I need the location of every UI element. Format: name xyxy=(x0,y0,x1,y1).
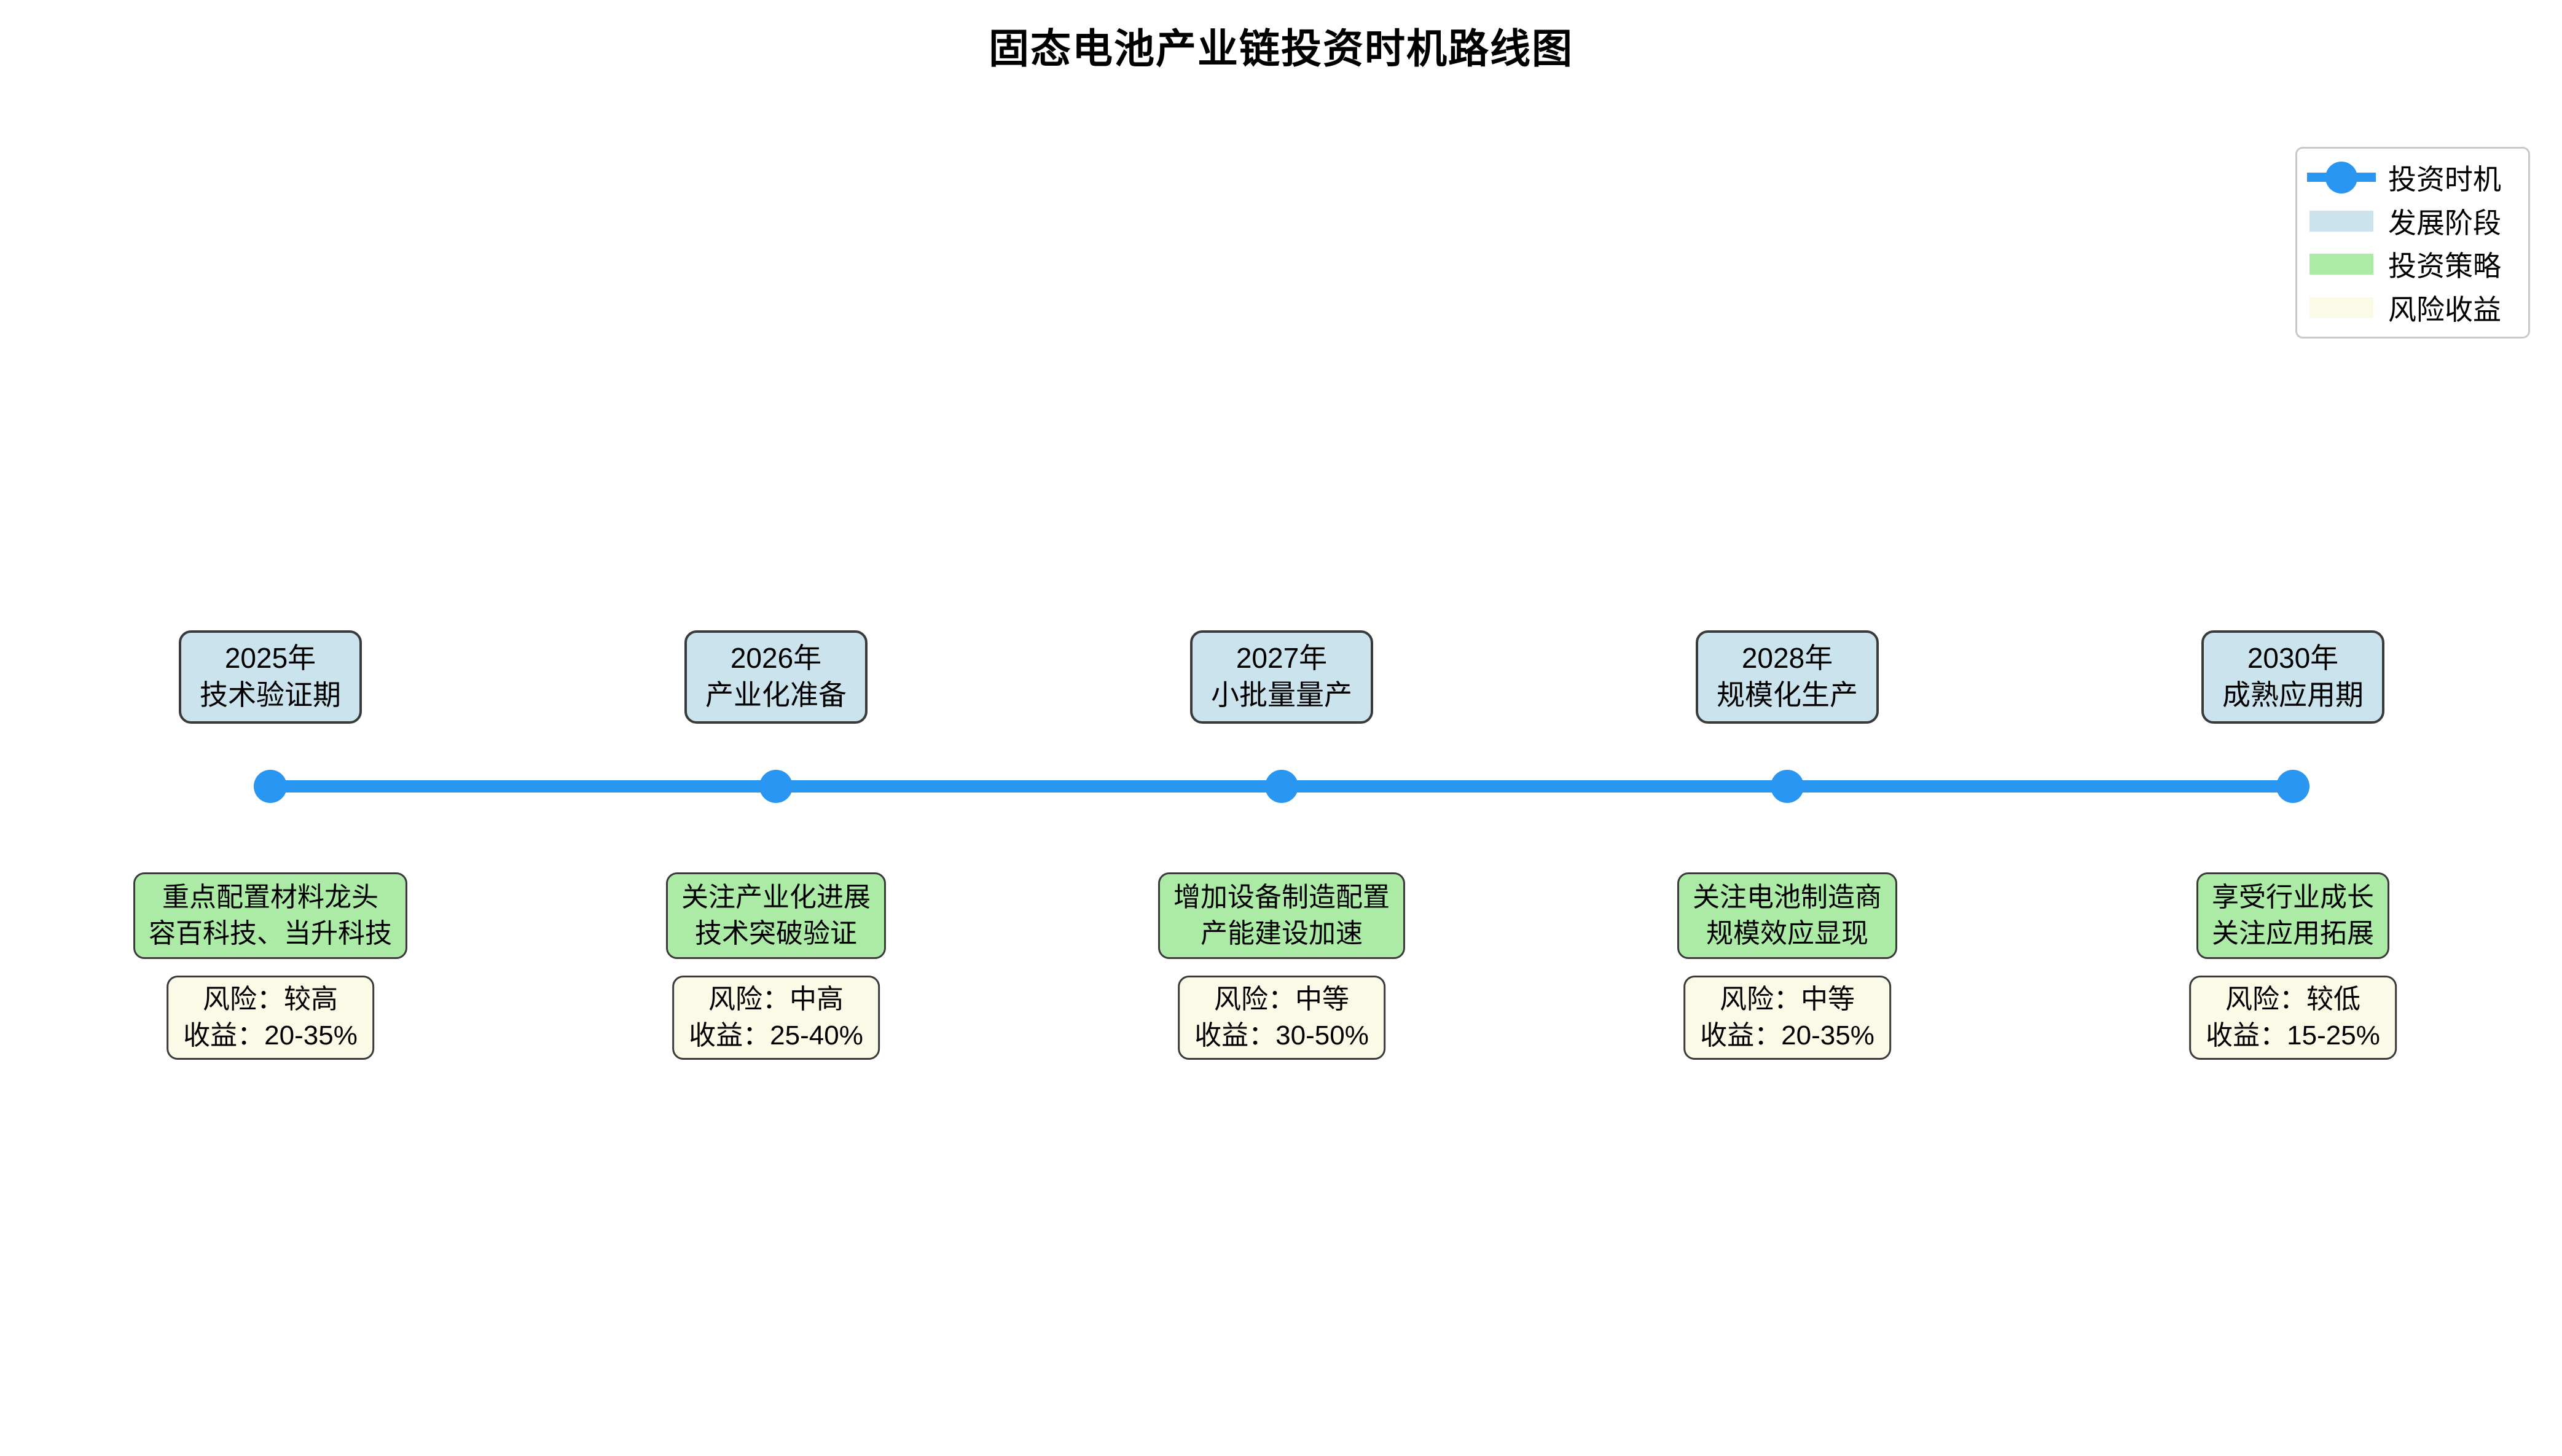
return-label: 收益：30-50% xyxy=(1194,1020,1369,1051)
stage-swatch-icon xyxy=(2307,204,2376,238)
strategy-line: 容百科技、当升科技 xyxy=(149,918,392,949)
risk-label: 风险：较高 xyxy=(202,984,338,1014)
timeline-dot-2025 xyxy=(254,770,287,803)
return-label: 收益：15-25% xyxy=(2206,1020,2380,1051)
legend-label: 投资策略 xyxy=(2388,250,2501,283)
year-label: 2025年 xyxy=(224,642,316,674)
timeline-dot-2026 xyxy=(759,770,793,803)
timeline-dot-2028 xyxy=(1771,770,1804,803)
timeline-dot-2027 xyxy=(1265,770,1298,803)
return-label: 收益：25-40% xyxy=(689,1020,863,1051)
risk-box-2030: 风险：较低 收益：15-25% xyxy=(2189,976,2397,1060)
year-label: 2030年 xyxy=(2247,642,2339,674)
legend: 投资时机 发展阶段 投资策略 风险收益 xyxy=(2295,147,2530,339)
legend-label: 投资时机 xyxy=(2388,163,2501,195)
risk-label: 风险：中等 xyxy=(1719,984,1855,1014)
stage-box-2026: 2026年 产业化准备 xyxy=(684,630,868,724)
strategy-line: 关注产业化进展 xyxy=(681,882,871,912)
strategy-box-2026: 关注产业化进展 技术突破验证 xyxy=(666,872,886,960)
risk-box-2026: 风险：中高 收益：25-40% xyxy=(672,976,880,1060)
strategy-line: 享受行业成长 xyxy=(2212,882,2374,912)
year-label: 2027年 xyxy=(1236,642,1328,674)
strategy-line: 关注电池制造商 xyxy=(1693,882,1882,912)
strategy-box-2025: 重点配置材料龙头 容百科技、当升科技 xyxy=(133,872,407,960)
strategy-line: 技术突破验证 xyxy=(695,918,857,949)
risk-label: 风险：较低 xyxy=(2225,984,2360,1014)
strategy-line: 规模效应显现 xyxy=(1706,918,1868,949)
timeline-marker-icon xyxy=(2307,160,2376,195)
legend-label: 发展阶段 xyxy=(2388,206,2501,239)
timeline-dot-2030 xyxy=(2276,770,2309,803)
strategy-line: 重点配置材料龙头 xyxy=(162,882,378,912)
return-label: 收益：20-35% xyxy=(183,1020,358,1051)
stage-label: 技术验证期 xyxy=(200,678,341,711)
stage-box-2028: 2028年 规模化生产 xyxy=(1696,630,1879,724)
legend-label: 风险收益 xyxy=(2388,294,2501,326)
stage-label: 小批量量产 xyxy=(1211,678,1352,711)
year-label: 2028年 xyxy=(1741,642,1833,674)
stage-box-2027: 2027年 小批量量产 xyxy=(1190,630,1373,724)
strategy-line: 关注应用拓展 xyxy=(2212,918,2374,949)
legend-dot-icon xyxy=(2325,161,2357,194)
stage-box-2025: 2025年 技术验证期 xyxy=(179,630,362,724)
strategy-line: 产能建设加速 xyxy=(1201,918,1363,949)
risk-swatch-icon xyxy=(2307,291,2376,325)
legend-item-investment-strategy: 投资策略 xyxy=(2307,245,2528,284)
stage-label: 规模化生产 xyxy=(1717,678,1858,711)
risk-box-2025: 风险：较高 收益：20-35% xyxy=(166,976,374,1060)
strategy-swatch-icon xyxy=(2307,247,2376,281)
strategy-box-2030: 享受行业成长 关注应用拓展 xyxy=(2196,872,2389,960)
legend-item-development-stage: 发展阶段 xyxy=(2307,202,2528,241)
strategy-box-2027: 增加设备制造配置 产能建设加速 xyxy=(1158,872,1405,960)
year-label: 2026年 xyxy=(730,642,822,674)
risk-label: 风险：中等 xyxy=(1213,984,1349,1014)
legend-item-risk-return: 风险收益 xyxy=(2307,288,2528,327)
legend-item-investment-timing: 投资时机 xyxy=(2307,158,2528,197)
risk-box-2027: 风险：中等 收益：30-50% xyxy=(1178,976,1385,1060)
risk-label: 风险：中高 xyxy=(708,984,844,1014)
stage-label: 产业化准备 xyxy=(705,678,847,711)
strategy-box-2028: 关注电池制造商 规模效应显现 xyxy=(1677,872,1897,960)
risk-box-2028: 风险：中等 收益：20-35% xyxy=(1683,976,1891,1060)
strategy-line: 增加设备制造配置 xyxy=(1173,882,1390,912)
stage-box-2030: 2030年 成熟应用期 xyxy=(2201,630,2384,724)
page-title: 固态电池产业链投资时机路线图 xyxy=(989,26,1573,71)
stage-label: 成熟应用期 xyxy=(2222,678,2364,711)
return-label: 收益：20-35% xyxy=(1700,1020,1874,1051)
